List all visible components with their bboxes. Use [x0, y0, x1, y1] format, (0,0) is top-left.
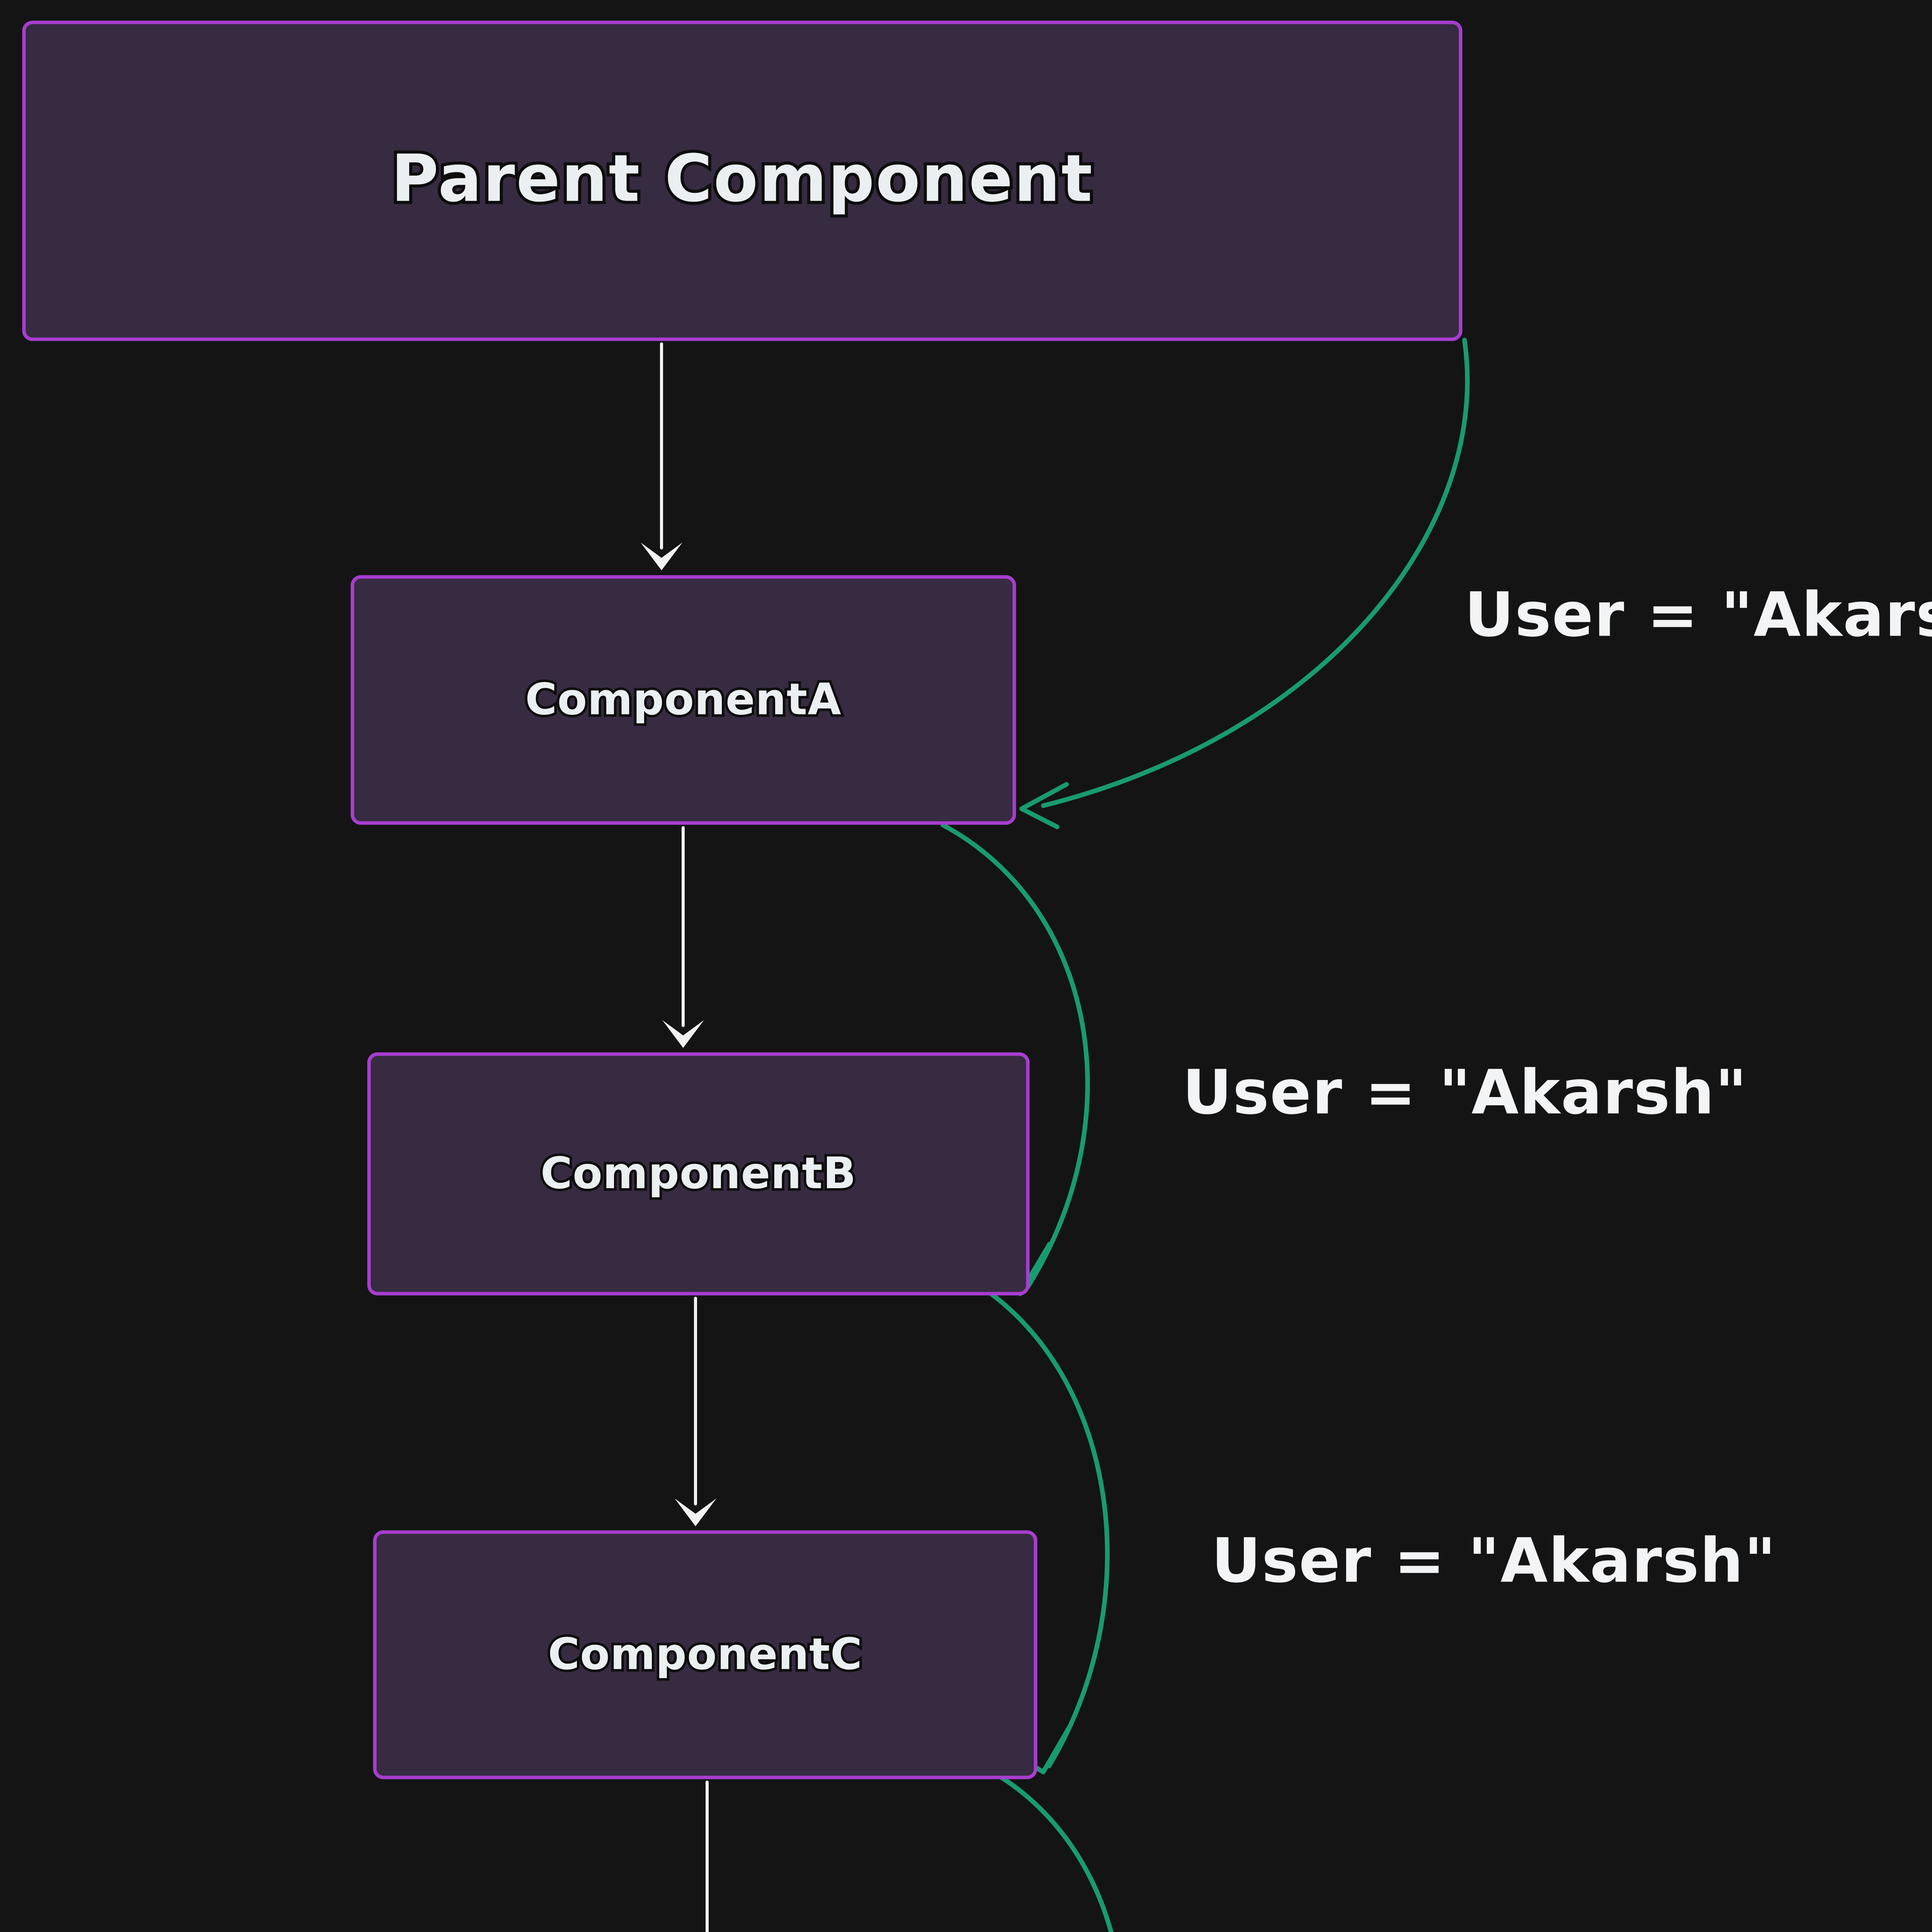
node-box-c[interactable] — [373, 1530, 1037, 1779]
prop-edge-curve — [940, 823, 1090, 1289]
tree-edge-arrowhead — [641, 543, 682, 570]
tree-edge-a-b — [662, 826, 704, 1048]
tree-edge-b-c — [675, 1297, 716, 1526]
node-box-a[interactable] — [350, 575, 1016, 825]
edge-label-prop-parent-a: User = "Akarsh" — [1464, 579, 1932, 650]
tree-edge-arrowhead — [675, 1498, 716, 1526]
edge-label-layer: User = "Akarsh" User = "Akarsh" User = "Ak… — [1182, 579, 1932, 1596]
node-box-parent[interactable] — [22, 20, 1463, 341]
prop-edge-arrowhead — [1019, 782, 1069, 829]
node-label-a: ComponentA — [525, 674, 842, 724]
prop-edge-curve — [971, 1760, 1114, 1932]
prop-edge-prop-c-d — [971, 1760, 1114, 1932]
edge-label-prop-a-b: User = "Akarsh" — [1182, 1057, 1748, 1128]
prop-edge-curve — [960, 1273, 1110, 1768]
node-c[interactable]: ComponentC — [373, 1530, 1037, 1779]
tree-edge-layer — [641, 342, 716, 1932]
node-label-c: ComponentC — [548, 1629, 862, 1679]
node-parent[interactable]: Parent Component — [22, 20, 1463, 341]
prop-edge-curve — [1041, 338, 1470, 808]
prop-edge-prop-parent-a — [1019, 338, 1470, 829]
edge-label-prop-b-c: User = "Akarsh" — [1211, 1525, 1777, 1596]
prop-edge-layer — [940, 338, 1470, 1932]
tree-edge-c-d — [706, 1781, 709, 1932]
node-a[interactable]: ComponentA — [350, 575, 1016, 825]
node-b[interactable]: ComponentB — [367, 1052, 1030, 1296]
tree-edge-parent-a — [641, 342, 682, 570]
node-label-parent: Parent Component — [391, 141, 1094, 216]
tree-edge-arrowhead — [662, 1020, 704, 1048]
node-box-b[interactable] — [367, 1052, 1030, 1296]
node-label-b: ComponentB — [541, 1148, 856, 1199]
